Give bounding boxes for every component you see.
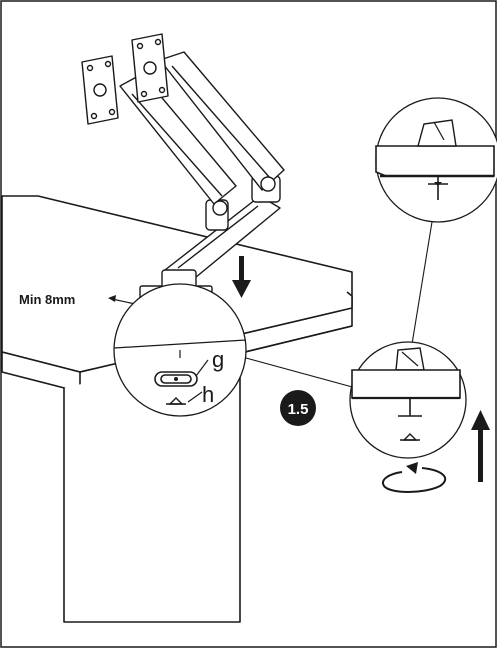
step-badge: 1.5 <box>280 390 316 426</box>
part-g-label: g <box>212 347 224 372</box>
step-number: 1.5 <box>288 401 309 418</box>
detail-circle-underside <box>113 283 247 417</box>
detail-circle-lower <box>349 341 467 459</box>
rotate-icon <box>382 462 447 493</box>
vesa-plate-left <box>81 55 119 125</box>
detail-circle-top <box>375 97 497 223</box>
part-g-plate <box>154 371 198 387</box>
detail-connector-right <box>411 221 433 345</box>
gas-spring-arm-1 <box>119 73 237 205</box>
gas-spring-arm-2 <box>159 51 285 191</box>
desk <box>1 195 353 623</box>
detail-connector-bottom <box>245 357 357 389</box>
part-h-wingnut <box>166 397 186 405</box>
min-thickness-label: Min 8mm <box>19 292 75 307</box>
arrow-up-icon <box>471 410 490 482</box>
desk-leg <box>63 348 241 623</box>
vesa-plate-right <box>131 33 169 103</box>
arrow-down-icon <box>232 256 251 298</box>
part-h-label: h <box>202 382 214 407</box>
